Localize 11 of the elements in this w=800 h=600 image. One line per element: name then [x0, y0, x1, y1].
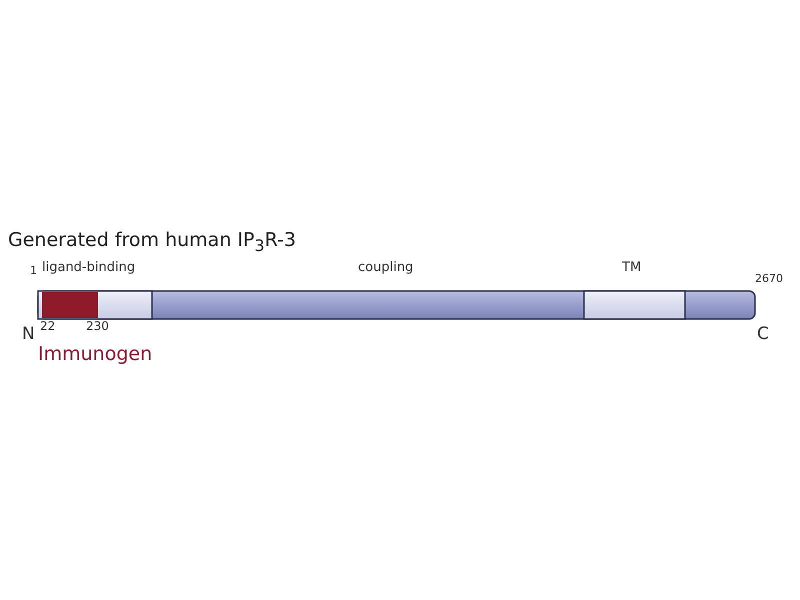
position-label: coupling [358, 260, 414, 275]
region-label: Immunogen [38, 343, 152, 365]
position-label: 1 [30, 264, 37, 277]
title: Generated from human IP$_{3}$R-3 [8, 229, 296, 255]
position-label: C [757, 324, 769, 344]
position-label: 22 [40, 319, 56, 333]
position-label: 230 [86, 319, 109, 333]
position-label: N [22, 324, 35, 344]
position-label: 2670 [755, 272, 783, 285]
position-label: ligand-binding [42, 260, 136, 275]
position-label: TM [622, 260, 642, 275]
